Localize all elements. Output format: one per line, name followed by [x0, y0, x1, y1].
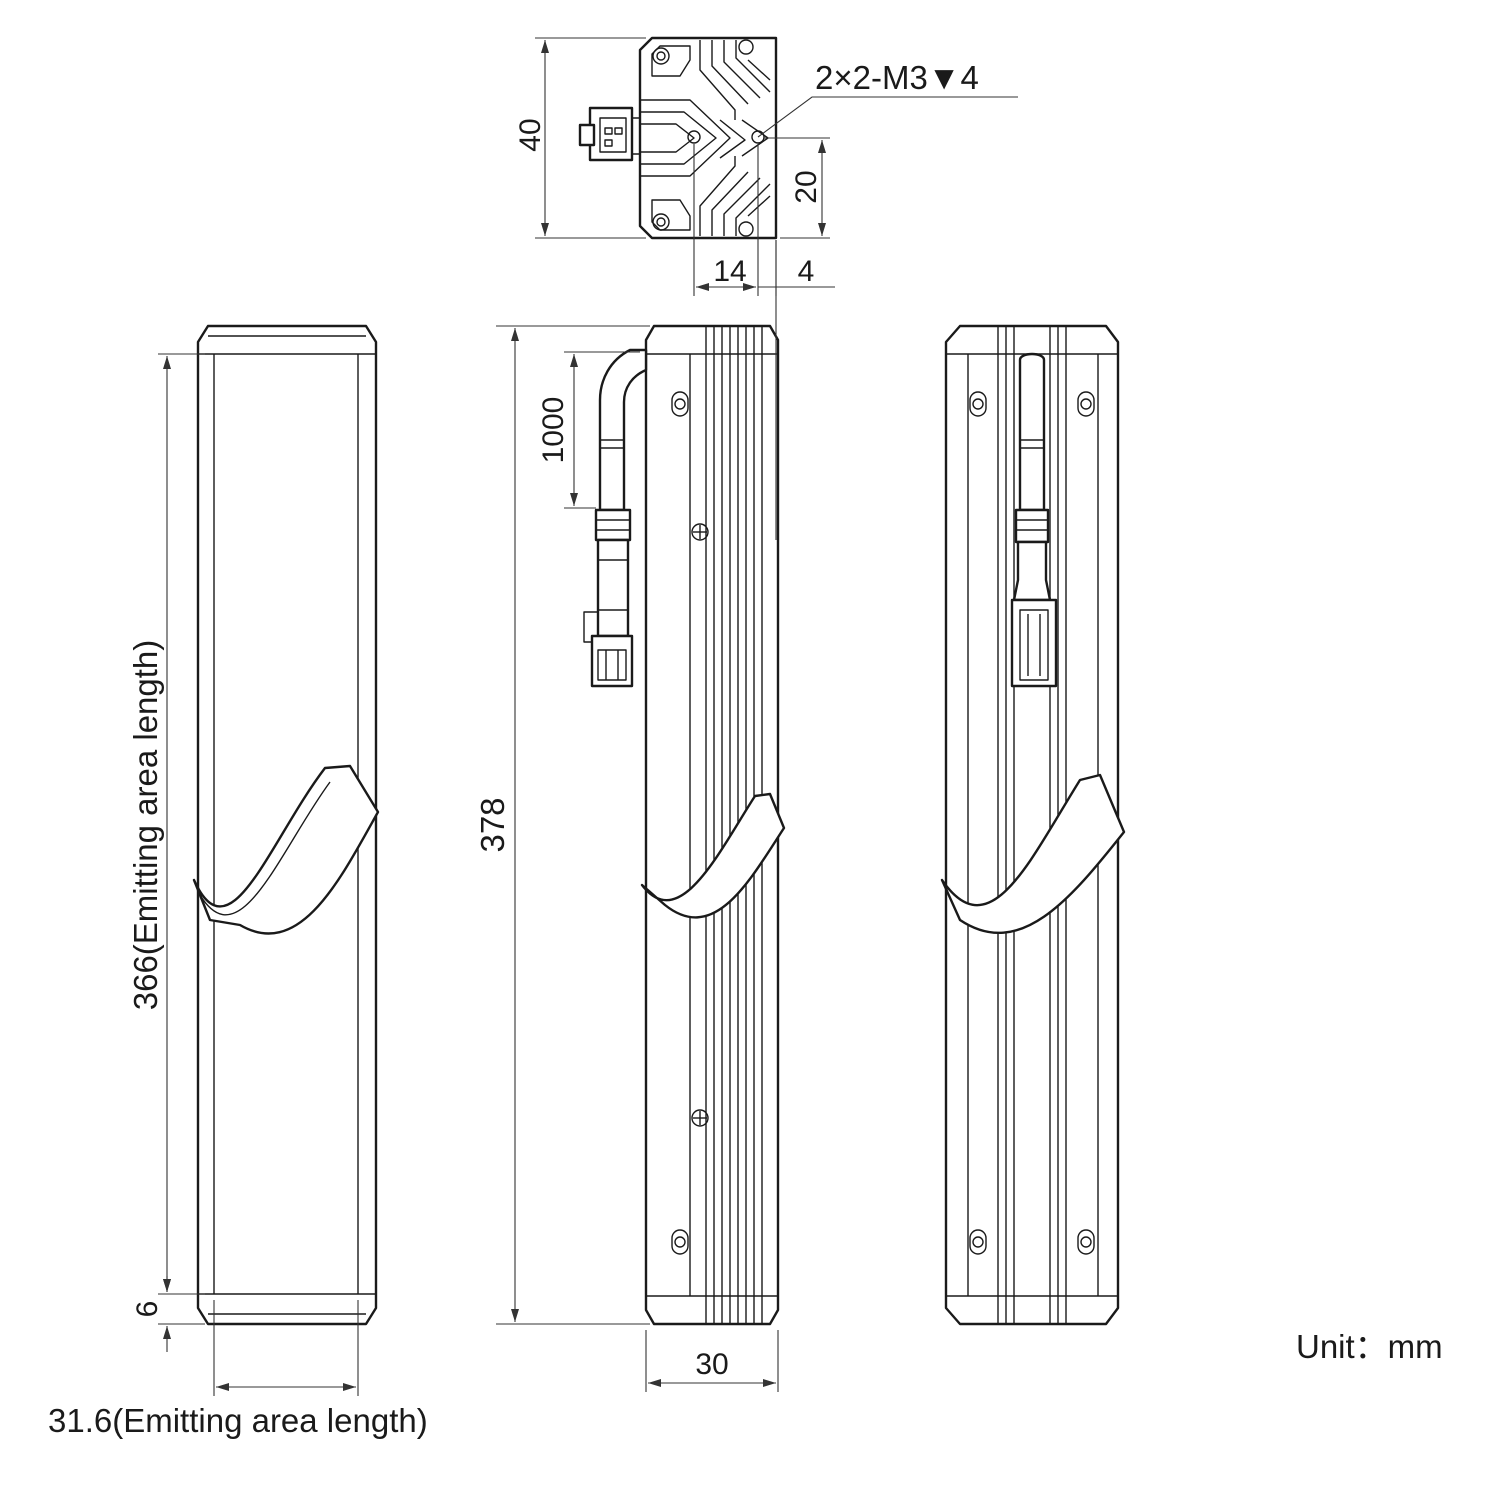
dimension-30: 30 — [645, 1330, 779, 1392]
dimension-378: 378 — [474, 325, 650, 1325]
unit-label: Unit：mm — [1296, 1328, 1443, 1365]
dimension-366: 366(Emitting area length) — [127, 353, 205, 1295]
dimension-40: 40 — [514, 37, 646, 239]
screw-icon — [691, 1109, 709, 1127]
dimension-20: 20 — [764, 137, 830, 239]
mount-hole-left — [687, 130, 701, 144]
dimension-378-label: 378 — [474, 797, 511, 852]
dimension-31-6: 31.6(Emitting area length) — [48, 1300, 428, 1439]
dimension-30-label: 30 — [695, 1348, 728, 1381]
dimension-20-label: 20 — [790, 170, 823, 203]
dimension-6-label: 6 — [131, 1301, 164, 1318]
dimension-1000-label: 1000 — [537, 397, 570, 464]
dimension-40-label: 40 — [514, 118, 547, 151]
dimension-1000: 1000 — [537, 351, 640, 509]
dimension-4-label: 4 — [798, 255, 815, 288]
top-end-view: 2×2-M3▼4 40 20 14 4 — [514, 36, 1018, 296]
dimension-366-label: 366(Emitting area length) — [127, 640, 164, 1011]
heat-sink-fins — [640, 40, 771, 236]
dimension-6: 6 — [131, 1276, 205, 1352]
side-view-with-cable — [583, 240, 786, 1326]
hole-spec-label: 2×2-M3▼4 — [815, 59, 979, 96]
dimension-14: 14 — [693, 144, 759, 296]
screw-icon — [691, 523, 709, 541]
break-mark — [640, 792, 786, 919]
back-cable — [1010, 352, 1058, 688]
mount-hole-right — [751, 130, 765, 144]
end-connector — [578, 106, 641, 162]
dimension-14-label: 14 — [713, 255, 746, 288]
front-emitting-view — [192, 324, 380, 1326]
dimension-31-6-label: 31.6(Emitting area length) — [48, 1402, 428, 1439]
dimension-4: 4 — [758, 240, 835, 296]
break-mark — [940, 773, 1126, 934]
cable — [583, 348, 648, 688]
back-view — [940, 324, 1126, 1326]
